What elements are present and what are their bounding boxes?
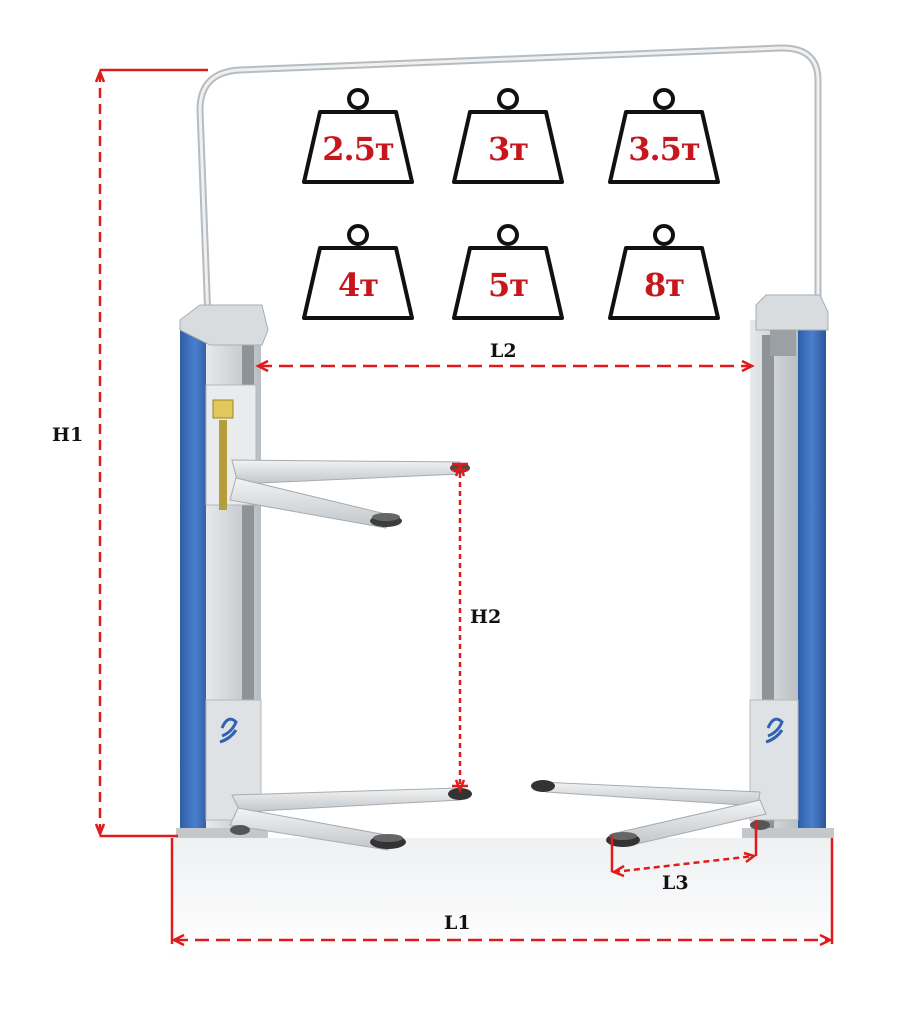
weight-icon: 3т <box>446 86 570 186</box>
weight-label: 5т <box>487 266 529 304</box>
dimension-label-l1: L1 <box>444 912 471 934</box>
right-column <box>742 294 834 838</box>
floor-reflection <box>172 838 832 958</box>
weight-label: 3.5т <box>628 130 701 168</box>
overhead-bar <box>196 44 822 321</box>
weight-icon: 5т <box>446 222 570 322</box>
right-lower-arms <box>531 780 770 847</box>
weight-icon: 4т <box>296 222 420 322</box>
weight-label: 3т <box>487 130 529 168</box>
left-upper-arms <box>229 459 470 529</box>
left-column <box>176 304 269 838</box>
weight-label: 8т <box>643 266 685 304</box>
weight-label: 2.5т <box>322 130 395 168</box>
dimension-lines <box>94 68 834 947</box>
weight-icon: 2.5т <box>296 86 420 186</box>
weight-label: 4т <box>337 266 379 304</box>
left-lower-arms <box>229 787 472 851</box>
dimension-label-l2: L2 <box>490 340 517 362</box>
dimension-label-l3: L3 <box>662 872 689 894</box>
dimension-label-h1: H1 <box>52 424 84 446</box>
weight-icon: 3.5т <box>602 86 726 186</box>
dimension-label-h2: H2 <box>470 606 502 628</box>
weight-icon: 8т <box>602 222 726 322</box>
